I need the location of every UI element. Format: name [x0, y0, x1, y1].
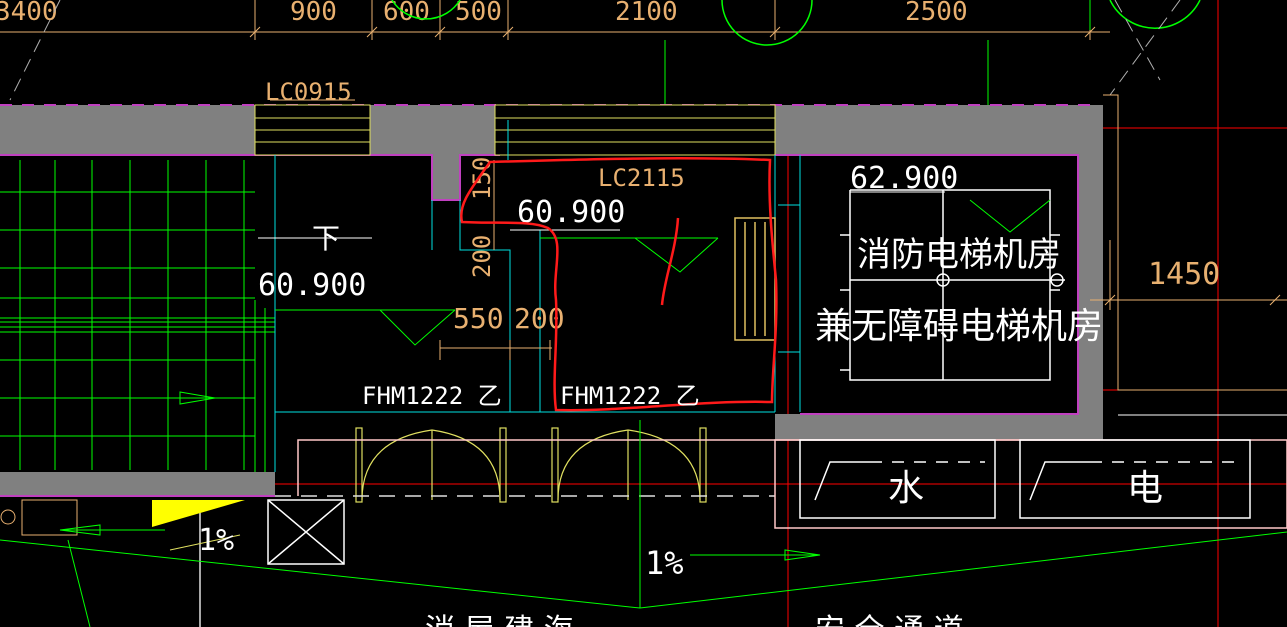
window-lc2115: [494, 104, 776, 160]
room-name-line2: 兼无障碍电梯机房: [815, 306, 1103, 347]
top-dimension-chain: [0, 0, 1110, 40]
elev-mark-lobby: [634, 237, 719, 273]
service-shafts: [774, 439, 1287, 529]
room-name-line1: 消防电梯机房: [857, 235, 1061, 275]
shaft-water: 水: [888, 468, 924, 509]
vent-shaft: [267, 499, 345, 565]
dim-150-vertical: 150: [468, 157, 496, 200]
door-label-left: FHM1222 乙: [362, 382, 502, 410]
label-lc2115: LC2115: [598, 164, 685, 192]
dim-200-vertical: 200: [468, 235, 496, 278]
dash-guides: [9, 0, 1181, 101]
slope-arrows: [0, 420, 1287, 627]
elev-mark-stair: [379, 309, 456, 346]
label-lc0915: LC0915: [265, 78, 352, 106]
dim-550: 550: [453, 302, 504, 335]
wall-bottom-machine: [775, 414, 1103, 440]
drain-symbol: [0, 499, 78, 536]
top-dimension-labels: 3400 900 600 500 2100 2500: [0, 0, 968, 27]
dim-1450: 1450: [1148, 257, 1220, 292]
bottom-label-right: 安 全 通 道: [815, 613, 964, 627]
wall-top-left: [0, 105, 255, 155]
elev-stair: 60.900: [258, 268, 366, 303]
dim-2100: 2100: [615, 0, 678, 27]
door-label-right: FHM1222 乙: [560, 382, 700, 410]
dim-2500: 2500: [905, 0, 968, 27]
bottom-label-left: 消 屋 建 海: [425, 613, 574, 627]
stair-treads: [0, 155, 276, 472]
lobby-dims: [439, 160, 552, 360]
wall-top-right: [775, 105, 1100, 155]
wall-right: [1078, 105, 1103, 440]
dim-900: 900: [290, 0, 337, 27]
dim-500: 500: [455, 0, 502, 27]
right-dimension: [1090, 240, 1287, 310]
slope-left: 1%: [198, 523, 234, 558]
elev-machine: 62.900: [850, 161, 958, 196]
slope-mid: 1%: [645, 544, 684, 582]
shaft-power: 电: [1127, 468, 1163, 509]
outer-right-lines: [1103, 94, 1287, 416]
fire-doors: [355, 427, 707, 503]
red-annotation: [460, 157, 778, 412]
elevator-door: [734, 217, 776, 341]
window-lc0915: [254, 99, 371, 156]
corridor: [199, 439, 1100, 627]
dim-3400: 3400: [0, 0, 58, 27]
yellow-hatch: [152, 500, 245, 527]
wall-pier: [432, 130, 460, 200]
grid-bubbles: [391, 0, 1201, 46]
elev-mark-machine: [969, 199, 1051, 233]
wall-bottom-left: [0, 472, 275, 496]
machine-room-frame: [840, 189, 1065, 381]
